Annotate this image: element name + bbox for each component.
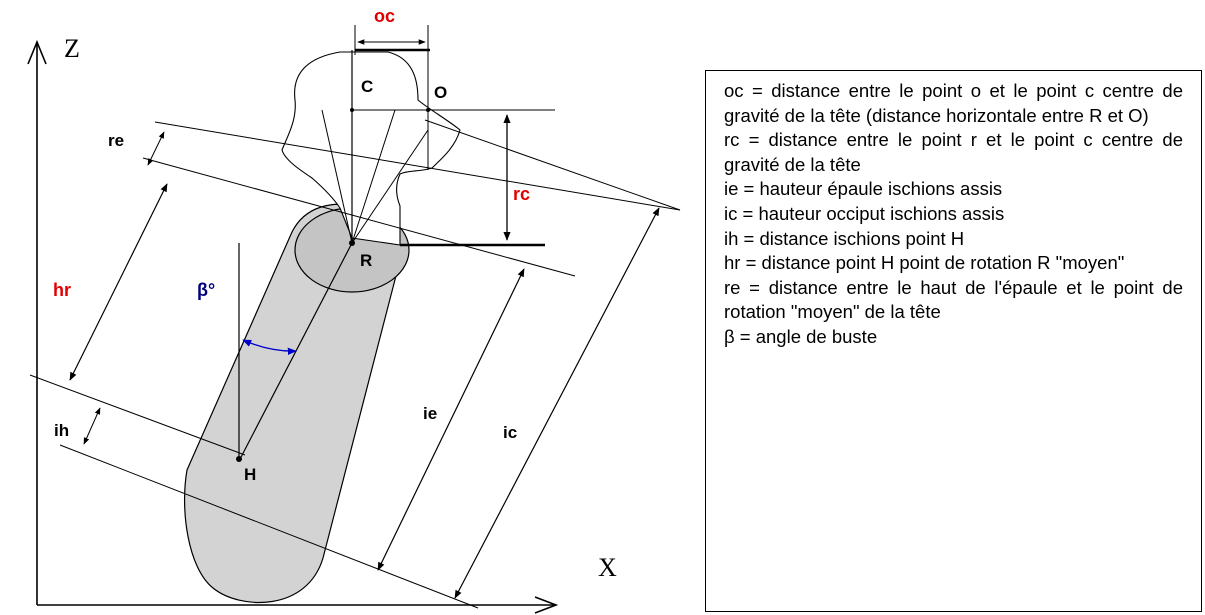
point-o-dot [426,108,430,112]
z-axis-label: Z [64,34,80,63]
legend-hr: hr = distance point H point de rotation … [724,252,1125,274]
label-c: C [361,77,373,96]
legend-ie: ie = hauteur épaule ischions assis [724,178,1003,200]
legend-ic: ic = hauteur occiput ischions assis [724,202,1005,224]
occiput-line [424,119,681,211]
legend-rc: rc = distance entre le point r et le poi… [724,129,1183,175]
ie-dimension-arrow [377,268,525,571]
label-h: H [244,465,256,484]
label-o: O [434,83,447,102]
legend-beta: β = angle de buste [724,325,878,347]
x-axis-arrowhead [534,596,559,614]
label-beta: β° [197,280,215,300]
beta-angle-arc [242,339,297,355]
label-ic: ic [503,423,517,442]
point-c-dot [350,108,354,112]
z-axis-arrowhead [27,39,47,65]
ic-dimension-arrow [454,207,660,599]
shoulder-top-line [154,121,681,211]
label-oc: oc [374,6,395,26]
label-r: R [360,251,372,270]
label-rc: rc [513,184,530,204]
label-ih: ih [54,421,69,440]
head-outline [281,51,461,246]
slanted-reference-lines [29,119,681,609]
r-head-line-1 [321,109,353,244]
h-point-line [29,374,246,456]
ischion-line [59,444,479,609]
r-head-line-2 [351,109,396,244]
x-axis-label: X [598,553,617,582]
point-h-dot [236,456,242,462]
label-hr: hr [53,280,71,300]
legend-oc: oc = distance entre le point o et le poi… [724,80,1183,126]
label-ie: ie [423,404,437,423]
legend-re: re = distance entre le haut de l'épaule … [724,276,1183,323]
re-dimension-arrow [147,131,165,166]
ih-dimension-arrow [83,407,101,445]
r-head-line-3 [351,129,429,244]
hr-dimension-arrow [69,183,168,381]
label-re: re [108,131,124,150]
legend-box: oc = distance entre le point o et le poi… [705,70,1202,612]
legend-ih: ih = distance ischions point H [724,227,965,249]
